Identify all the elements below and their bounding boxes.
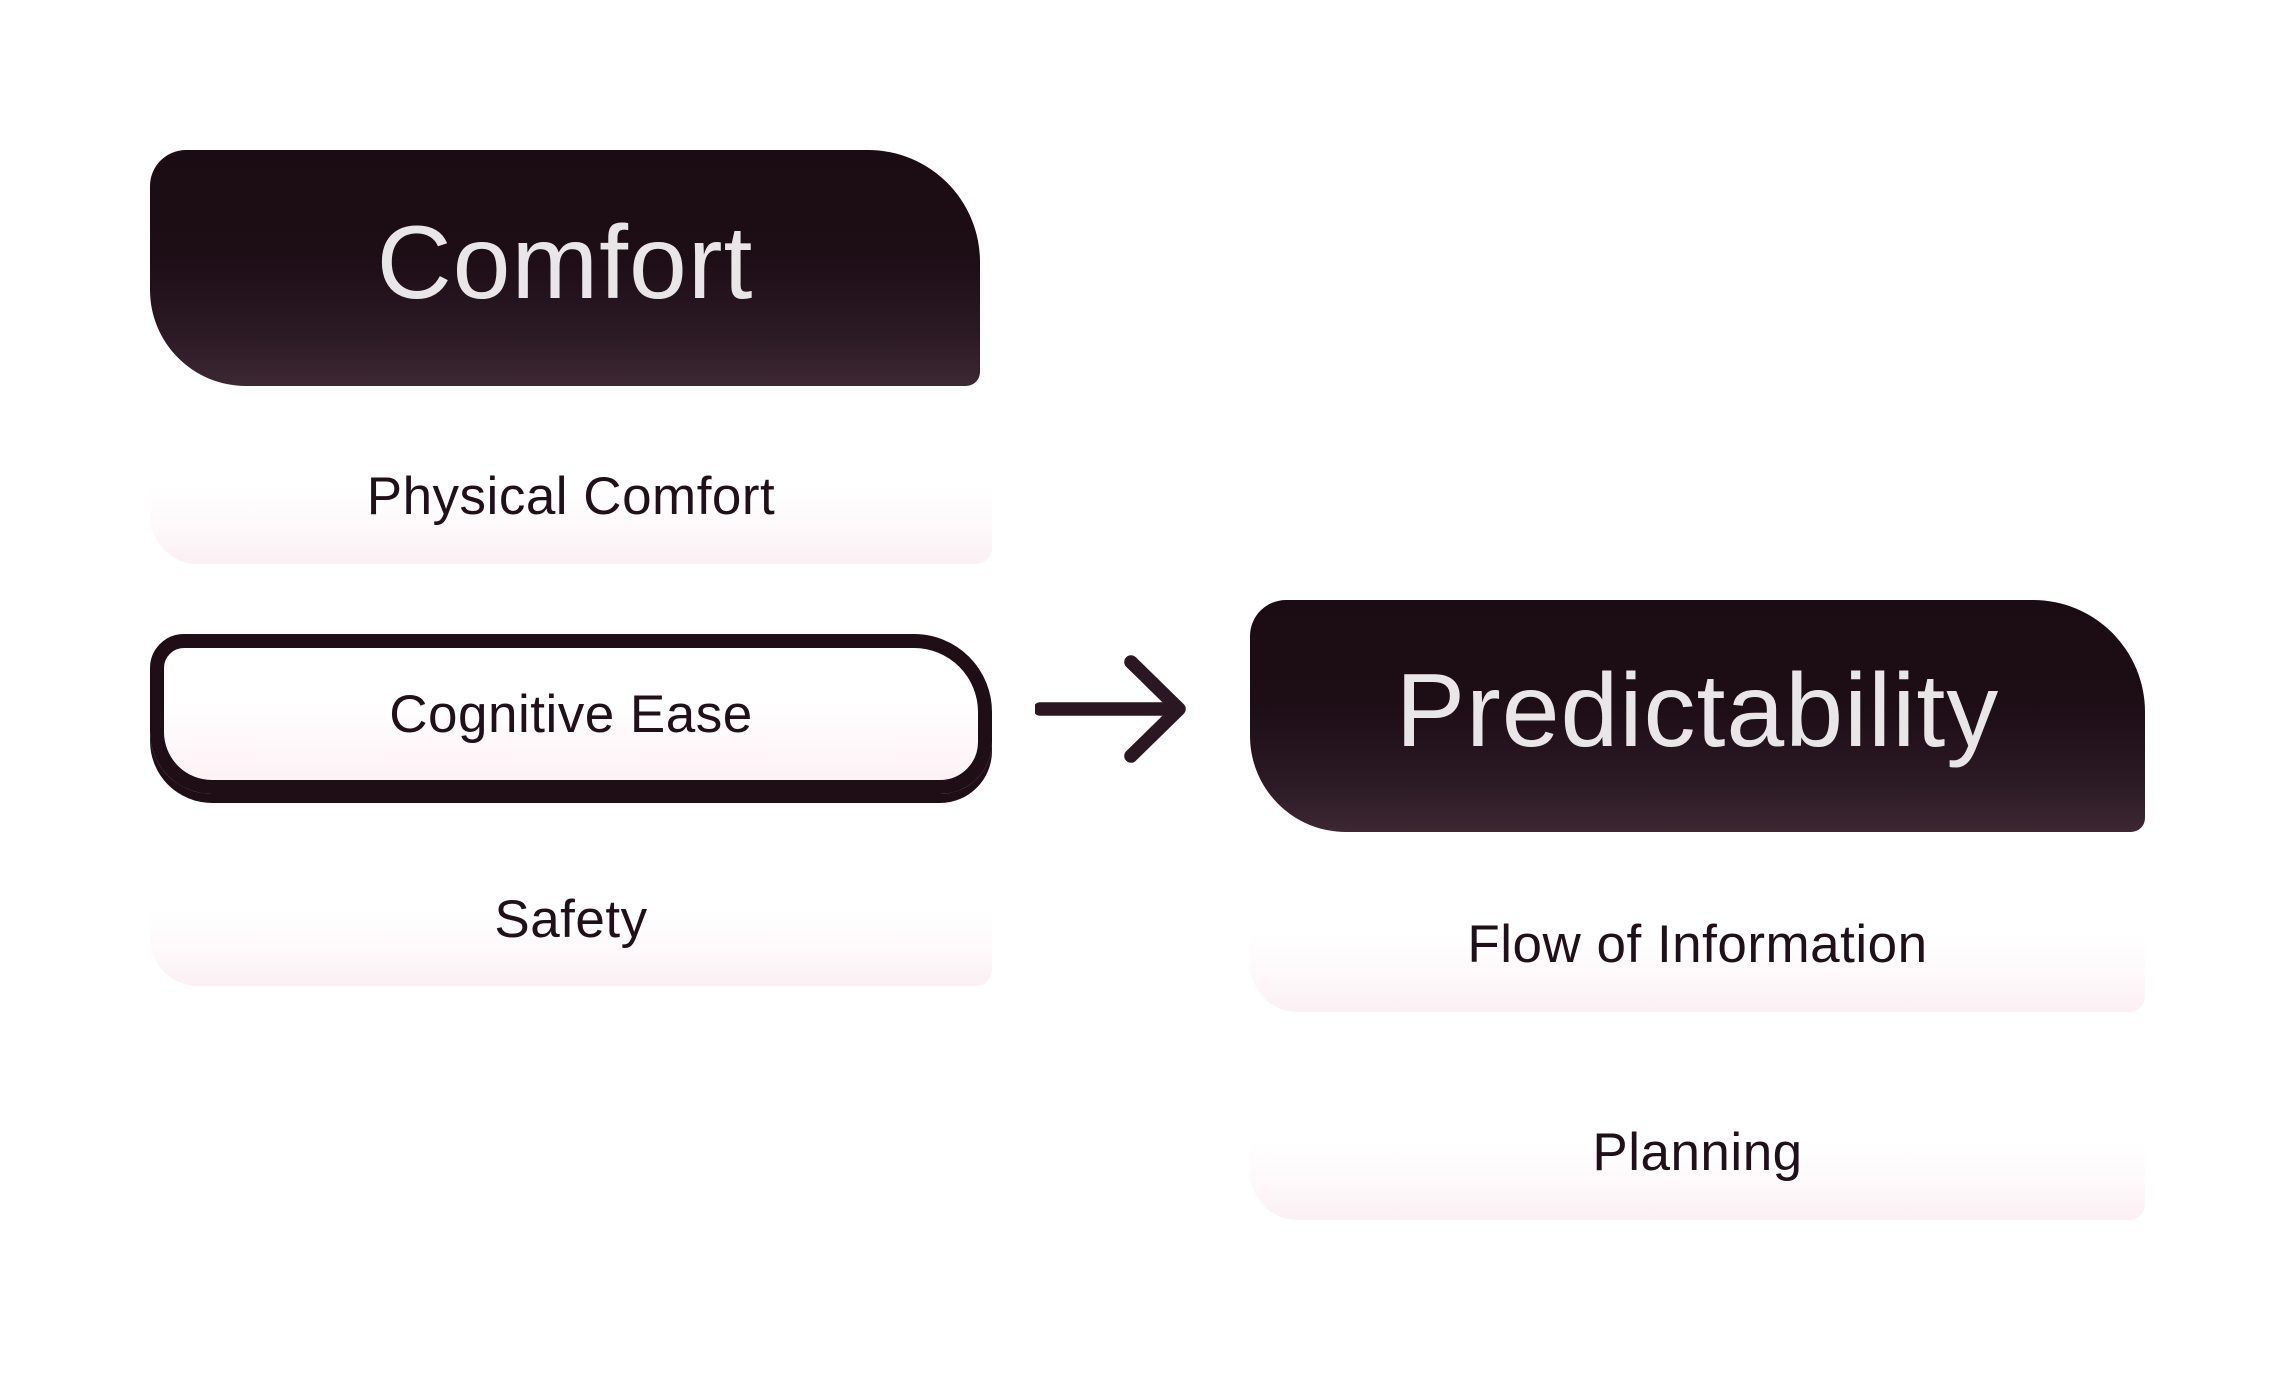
comfort-header-box: Comfort	[150, 150, 980, 386]
card-safety: Safety	[150, 852, 992, 986]
card-physical-comfort: Physical Comfort	[150, 428, 992, 564]
predictability-header-label: Predictability	[1395, 652, 2000, 769]
card-safety-label: Safety	[494, 889, 648, 949]
predictability-header-box: Predictability	[1250, 600, 2145, 832]
arrow-right-icon	[1035, 655, 1186, 763]
card-cognitive-ease-label: Cognitive Ease	[389, 684, 753, 744]
card-cognitive-ease-highlighted: Cognitive Ease	[150, 634, 992, 794]
comfort-header-label: Comfort	[376, 204, 754, 321]
card-planning: Planning	[1250, 1084, 2145, 1220]
card-physical-comfort-label: Physical Comfort	[366, 466, 776, 526]
card-flow-of-information-label: Flow of Information	[1467, 914, 1928, 974]
card-planning-label: Planning	[1592, 1122, 1803, 1182]
card-flow-of-information: Flow of Information	[1250, 876, 2145, 1012]
